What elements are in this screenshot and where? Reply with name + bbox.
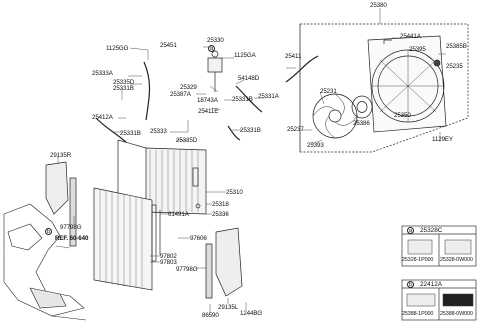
- legend-b-code-1: 25388-1P000: [402, 311, 434, 317]
- legend-a-title: 25328C: [420, 227, 443, 234]
- label-25350: 25350: [394, 112, 411, 119]
- fan-motor: [351, 95, 373, 119]
- label-25335d-mid: 25335D: [176, 137, 198, 144]
- label-25331a: 25331A: [258, 93, 279, 100]
- label-25386: 25386: [353, 120, 370, 127]
- front-end-carrier: [3, 203, 87, 321]
- legend-a-code-1: 25328-1P000: [402, 257, 434, 263]
- callout-b-marker: b: [45, 228, 52, 235]
- leader-lines: [55, 8, 446, 312]
- label-25333: 25333: [150, 128, 167, 135]
- label-29135l: 29135L: [218, 304, 239, 311]
- label-25331b-a: 25331B: [113, 85, 134, 92]
- label-25380: 25380: [370, 2, 387, 9]
- label-97802: 97802: [160, 253, 177, 260]
- legend-b-title: 22412A: [420, 281, 443, 288]
- label-25331b-c: 25331B: [120, 130, 141, 137]
- upper-hose: [95, 55, 319, 143]
- label-18743a: 18743A: [197, 97, 218, 104]
- label-97803: 97803: [160, 259, 177, 266]
- label-25393: 25393: [307, 142, 324, 149]
- label-25411e: 25411E: [198, 108, 219, 115]
- legend-a-code-2: 25328-0W000: [440, 257, 473, 263]
- label-97606: 97606: [190, 235, 207, 242]
- label-1125ga: 1125GA: [234, 52, 256, 59]
- label-25331b-b: 25331B: [232, 96, 253, 103]
- label-25335d-top: 25335D: [113, 79, 135, 86]
- label-25331b-d: 25331B: [240, 127, 261, 134]
- label-25329: 25329: [180, 84, 197, 91]
- reference-label: REF. 60-640: [55, 235, 89, 242]
- label-25441a: 25441A: [400, 33, 421, 40]
- label-1244bg: 1244BG: [240, 310, 263, 317]
- label-25231: 25231: [320, 88, 337, 95]
- label-25395: 25395: [409, 46, 426, 53]
- label-25387a: 25387A: [170, 91, 191, 98]
- legend-box-a: [401, 225, 477, 267]
- label-1125gg: 1125GG: [106, 45, 129, 52]
- label-61491a: 61491A: [168, 211, 189, 218]
- legend-box-b: [401, 279, 477, 321]
- label-1129ey: 1129EY: [432, 136, 453, 143]
- label-25336: 25336: [212, 211, 229, 218]
- air-guard-left: [45, 161, 77, 247]
- label-97798g-left: 97798G: [60, 224, 82, 231]
- condenser: [93, 187, 161, 291]
- fan-blade: [312, 93, 358, 139]
- legend-a-marker: a: [407, 227, 414, 234]
- label-25412a: 25412A: [92, 114, 113, 121]
- label-25330: 25330: [207, 37, 224, 44]
- label-54148d: 54148D: [238, 75, 260, 82]
- legend-b-marker: b: [407, 281, 414, 288]
- label-25451: 25451: [160, 42, 177, 49]
- label-25318: 25318: [212, 201, 229, 208]
- label-97798g-right: 97798G: [176, 266, 198, 273]
- legend-b-code-2: 25388-0W000: [440, 311, 473, 317]
- label-25411: 25411: [285, 53, 302, 60]
- label-25333a: 25333A: [92, 70, 113, 77]
- label-25310: 25310: [226, 189, 243, 196]
- label-25237: 25237: [287, 126, 304, 133]
- callout-a-marker: a: [208, 45, 215, 52]
- reservoir-tank: [207, 50, 223, 92]
- fan-assembly-frame: [299, 23, 469, 153]
- label-86590: 86590: [202, 312, 219, 319]
- fan-shroud: [367, 35, 447, 133]
- label-25385b: 25385B: [446, 43, 467, 50]
- air-guard-right: [205, 227, 243, 299]
- label-29135r: 29135R: [50, 152, 72, 159]
- label-25235: 25235: [446, 63, 463, 70]
